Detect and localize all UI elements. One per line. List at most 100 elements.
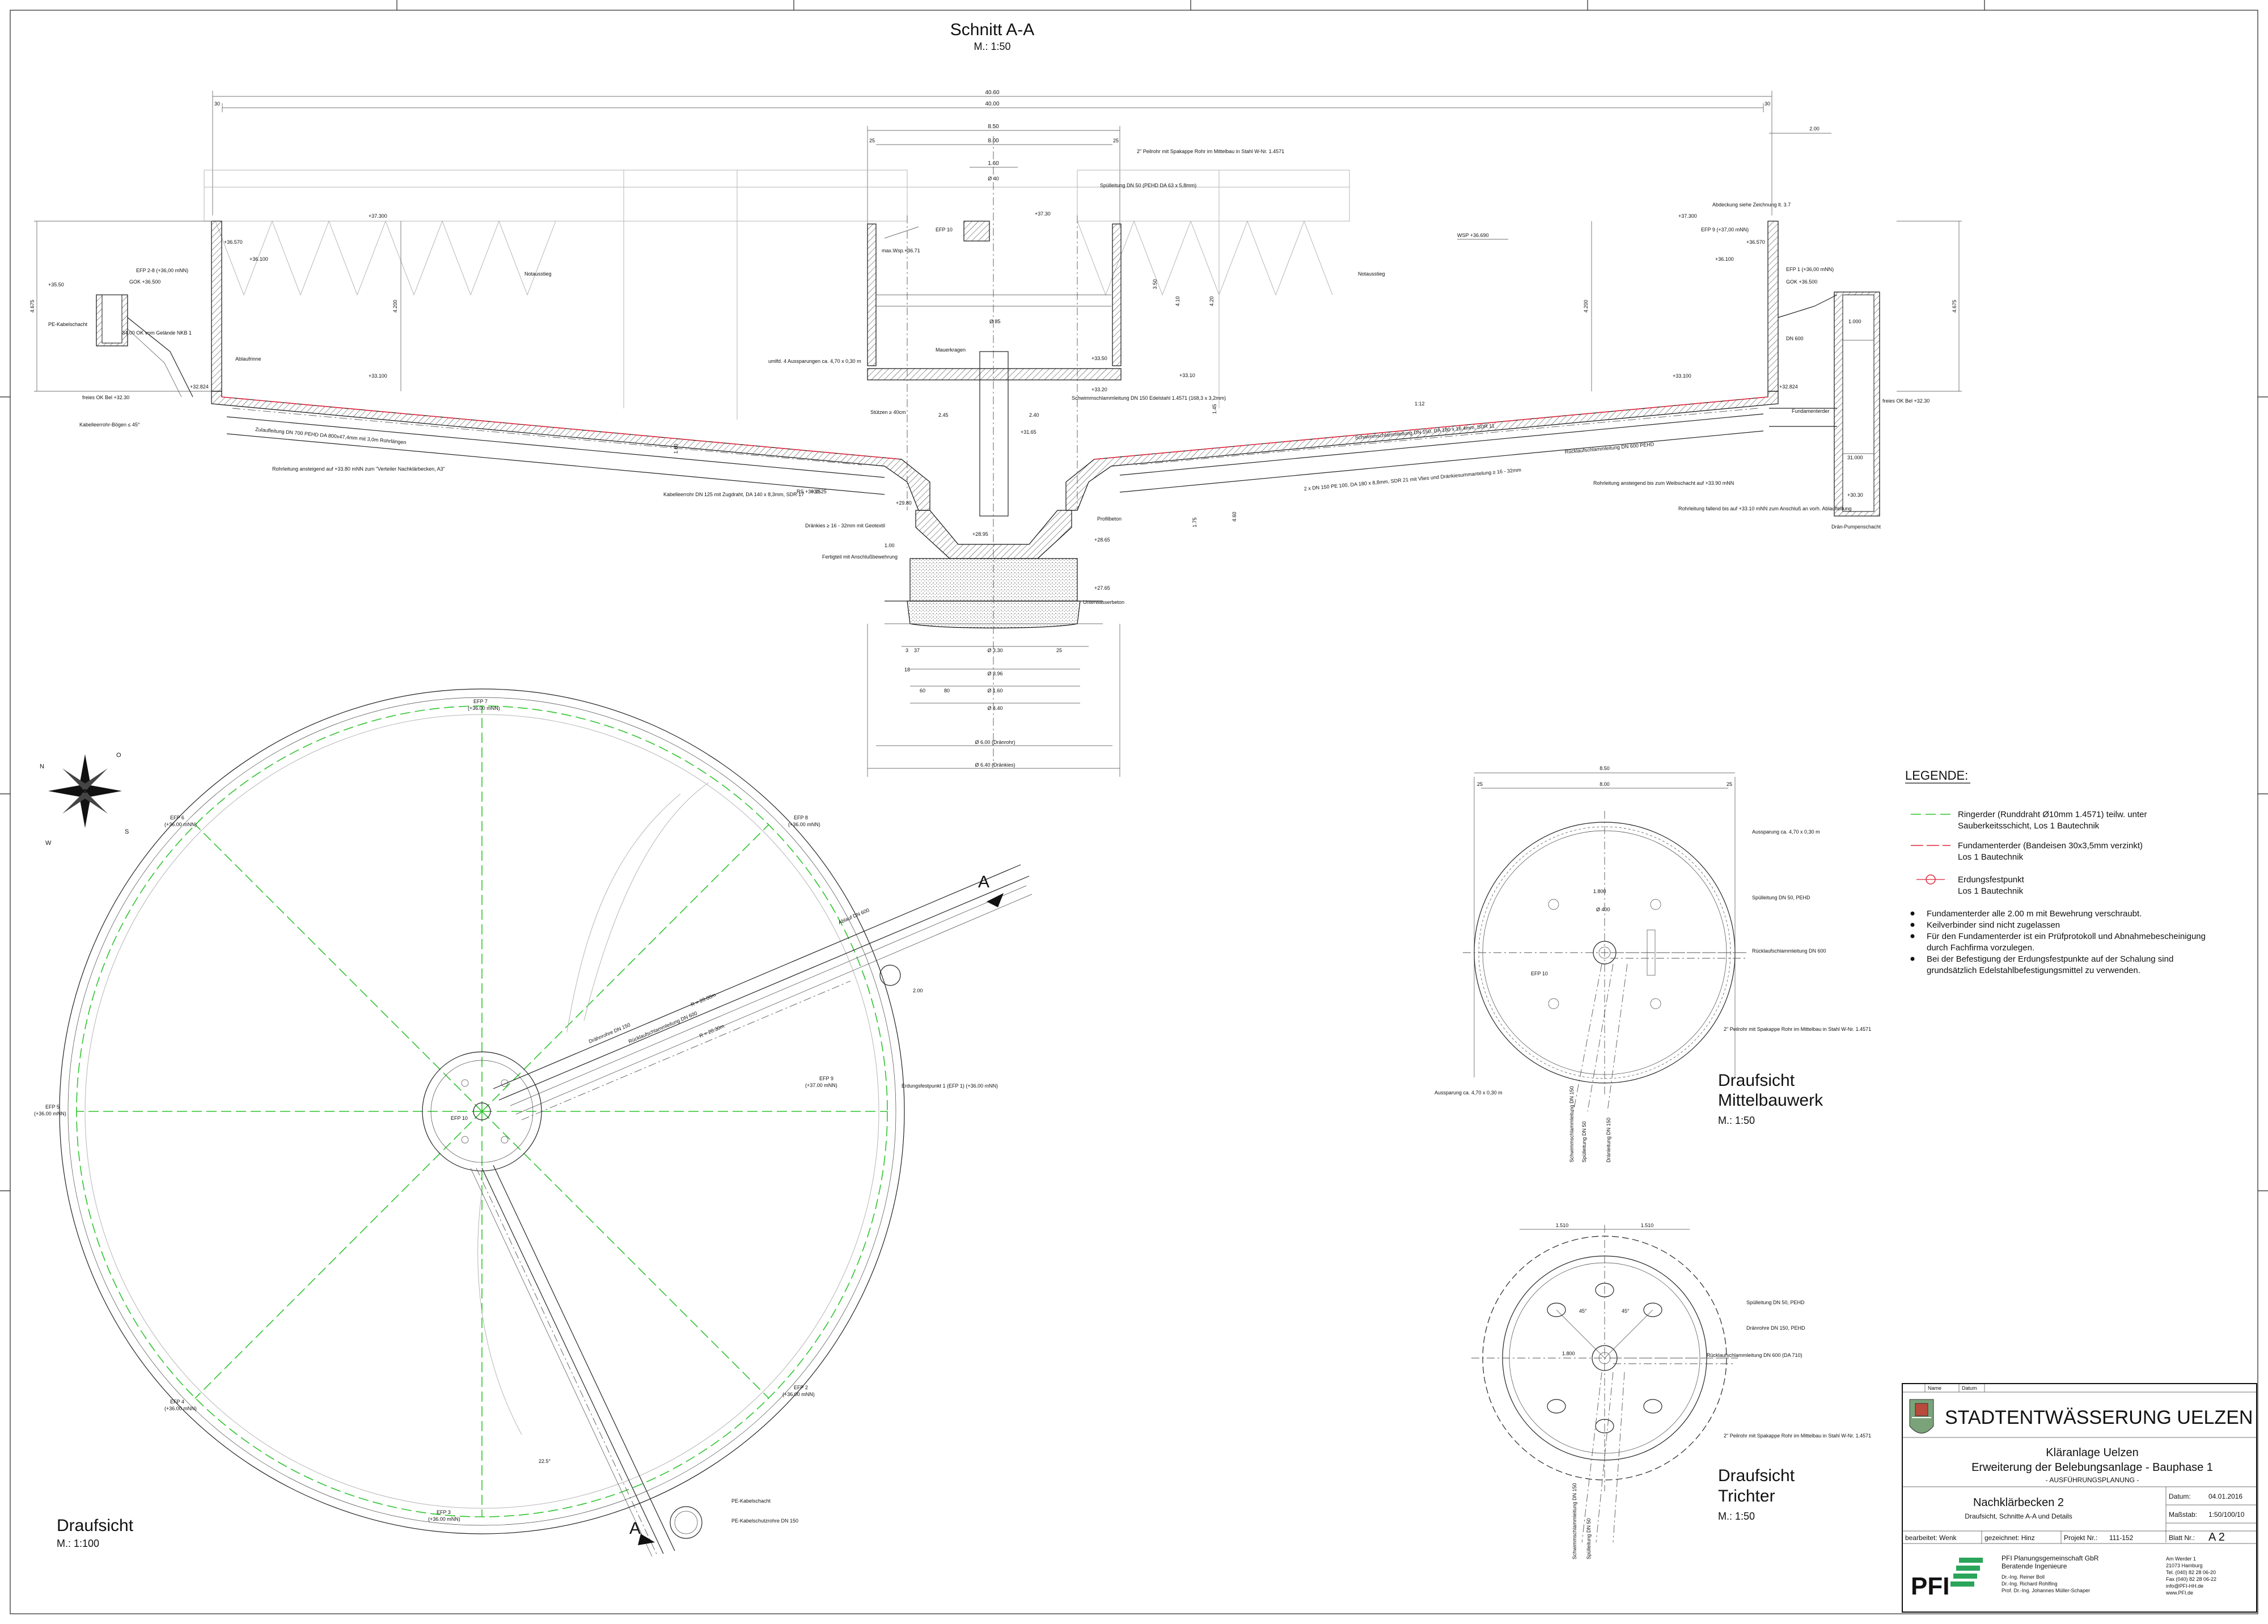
dim-d: 18 — [904, 667, 910, 673]
level-36570-left: +36.570 — [224, 239, 243, 245]
legend-note: Bei der Befestigung der Erdungsfestpunkt… — [1927, 954, 2173, 964]
dim-245: 2.45 — [938, 412, 949, 418]
dim-d160: Ø 1.60 — [987, 688, 1002, 693]
efp-label: EFP 7 — [473, 699, 488, 704]
section-scale: M.: 1:50 — [974, 41, 1010, 52]
label-spuel: Spülleitung DN 50 (PEHD DA 63 x 5,8mm) — [1100, 183, 1196, 188]
level-2865: +28.65 — [1094, 537, 1110, 543]
tb-project1: Kläranlage Uelzen — [2046, 1447, 2138, 1459]
efp-marker: EFP 3 (+36.00 mNN) — [428, 1509, 460, 1522]
mittel-title1: Draufsicht — [1718, 1071, 1795, 1090]
dim-height-right: 4.675 — [1952, 300, 1957, 313]
label-ablauf: Ablauf DN 600 — [837, 907, 870, 925]
dim-trichter-1510b: 1.510 — [1641, 1223, 1654, 1228]
tb-addr5: info@PFI-HH.de — [2166, 1583, 2203, 1589]
level-efp-left: EFP 2-8 (+36,00 mNN) — [136, 268, 188, 273]
level-pump-top: +30.30 — [1847, 492, 1863, 498]
legend-line2: Sauberkeitsschicht, Los 1 Bautechnik — [1958, 821, 2100, 831]
dim-height-4200-left: 4.200 — [392, 300, 398, 313]
dim-mittel-e25a: 25 — [1477, 781, 1483, 787]
dim-460: 4.60 — [1232, 511, 1237, 522]
label-angle: 22.5° — [539, 1458, 551, 1464]
levels-left: 4.675 +37.300 EFP 2-8 (+36,00 mNN) GOK +… — [29, 213, 401, 400]
title-block: Name Datum STADTENTWÄSSERUNG UELZEN Klär… — [1902, 1383, 2257, 1613]
dim-100: 1.00 — [885, 543, 895, 548]
trichter-scale: M.: 1:50 — [1718, 1511, 1755, 1522]
efp-marker: EFP 6 (+36.00 mNN) — [164, 815, 197, 827]
tb-addr3: Tel. (040) 82 28 06-20 — [2166, 1570, 2216, 1575]
section-markers: A A — [629, 873, 1004, 1545]
label-efp10-plan: EFP 10 — [451, 1115, 468, 1121]
tb-firm1: PFI Planungsgemeinschaft GbR — [2002, 1554, 2099, 1562]
legend-line1: Erdungsfestpunkt — [1958, 875, 2025, 885]
clearing-bridge-background — [204, 170, 1350, 420]
compass-s: S — [125, 828, 129, 835]
label-trichter-ang2: 45° — [1622, 1308, 1630, 1314]
label-mittel-spuel2: Spülleitung DN 50 — [1581, 1121, 1587, 1162]
legend-line1: Fundamenterder (Bandeisen 30x3,5mm verzi… — [1958, 841, 2143, 851]
dim-c: 25 — [1056, 648, 1062, 653]
label-peilrohr: 2" Peilrohr mit Spakappe Rohr im Mittelb… — [1137, 149, 1284, 154]
compass-w: W — [45, 840, 52, 847]
plan-view: Ablauf DN 600 Drähnrohre DN 150 Rücklauf… — [34, 688, 1033, 1557]
dim-mittel-e25b: 25 — [1727, 781, 1732, 787]
section-title: Schnitt A-A — [950, 20, 1034, 39]
tb-mass-value: 1:50/100/10 — [2208, 1511, 2245, 1519]
trichter-title2: Trichter — [1718, 1487, 1775, 1505]
legend: LEGENDE: Ringerder (Runddraht Ø10mm 1.45… — [1905, 768, 2206, 975]
dim-edge-left: 30 — [214, 101, 220, 107]
dim-d330: Ø 3.30 — [987, 648, 1002, 653]
mittel-scale: M.: 1:50 — [1718, 1115, 1755, 1126]
tb-drawing1: Nachklärbecken 2 — [1973, 1496, 2064, 1509]
label-trichter-spuel: Spülleitung DN 50, PEHD — [1746, 1300, 1805, 1305]
levels-right: +37.300 EFP 9 (+37,00 mNN) EFP 1 (+36,00… — [1457, 202, 1834, 391]
dim-mittel-850: 8.50 — [1600, 766, 1610, 771]
dim-240: 2.40 — [1029, 412, 1039, 418]
tb-hdr-datum: Datum — [1962, 1385, 1977, 1391]
dim-center-outer: 8.50 — [988, 124, 999, 130]
level-floor-right: +33.100 — [1673, 373, 1691, 379]
efp-markers: EFP 7 (+36.00 mNN) EFP 6 (+36.00 mNN) EF… — [34, 699, 998, 1522]
dim-right-offset: 2.00 — [1809, 126, 1820, 132]
dim-b: 37 — [914, 648, 920, 653]
label-mittel-aus2: Aussparung ca. 4,70 x 0,30 m — [1435, 1090, 1503, 1096]
efp-level: (+36.00 mNN) — [164, 1406, 197, 1411]
plan-title: Draufsicht — [57, 1516, 134, 1535]
tb-datum-value: 04.01.2016 — [2208, 1492, 2242, 1500]
basin-outer-ring — [59, 688, 905, 1534]
level-sohle-right: freies OK Bel +32.30 — [1882, 398, 1930, 404]
legend-note: Keilverbinder sind nicht zugelassen — [1927, 920, 2060, 930]
label-drain2: 2 x DN 150 PE 100, DA 180 x 8,8mm, SDR 2… — [1304, 467, 1521, 492]
label-notausstieg-left: Notausstieg — [524, 271, 552, 277]
city-crest-icon — [1909, 1399, 1934, 1433]
legend-item: Ringerder (Runddraht Ø10mm 1.4571) teilw… — [1911, 810, 2147, 831]
legend-item: Erdungsfestpunkt Los 1 Bautechnik — [1916, 874, 2025, 896]
label-rohr-left: Rohrleitung ansteigend auf +33.80 mNN zu… — [272, 466, 445, 472]
efp-level: (+36.00 mNN) — [468, 705, 500, 711]
dim-trichter-1510a: 1.510 — [1556, 1223, 1569, 1228]
label-mittel-rueck: Rücklaufschlammleitung DN 600 — [1752, 948, 1826, 954]
label-abdeckung: Abdeckung siehe Zeichnung lt. 3.7 — [1712, 202, 1791, 208]
label-trichter-schwimm: Schwimmschlammleitung DN 150 — [1572, 1483, 1577, 1559]
label-radius2: R = 20.30m — [699, 1023, 725, 1038]
center-wall-right — [1112, 223, 1122, 366]
tb-mass-label: Maßstab: — [2169, 1511, 2197, 1519]
dim-center-edge-l: 25 — [869, 138, 875, 143]
dim-height-left: 4.675 — [29, 300, 35, 313]
tb-firm2: Beratende Ingenieure — [2002, 1562, 2067, 1570]
center-wall-left — [867, 223, 877, 366]
dimension-lines-top: 40.60 40.00 30 30 8.50 8.00 25 25 1.60 Ø… — [212, 90, 1831, 227]
level-2980: +29.80 — [896, 500, 912, 506]
efp-label: EFP 8 — [794, 815, 808, 821]
label-dim200: 2.00 — [913, 988, 923, 993]
label-rohr-right1: Rohrleitung ansteigend bis zum Weibschac… — [1593, 480, 1734, 486]
label-ablaufrinne: Ablaufrinne — [235, 356, 261, 362]
efp-label: EFP 2 — [794, 1385, 808, 1390]
pipes-northeast: Ablauf DN 600 Drähnrohre DN 150 Rücklauf… — [493, 864, 1033, 1120]
basin-inner-ring — [67, 697, 896, 1526]
section-view: Schnitt A-A M.: 1:50 40.60 40.00 30 30 8… — [29, 20, 1962, 777]
label-pumpe: Drän-Pumpenschacht — [1831, 524, 1881, 530]
dim-e: 60 — [920, 688, 925, 693]
level-sohle-left: freies OK Bel +32.30 — [82, 395, 129, 400]
